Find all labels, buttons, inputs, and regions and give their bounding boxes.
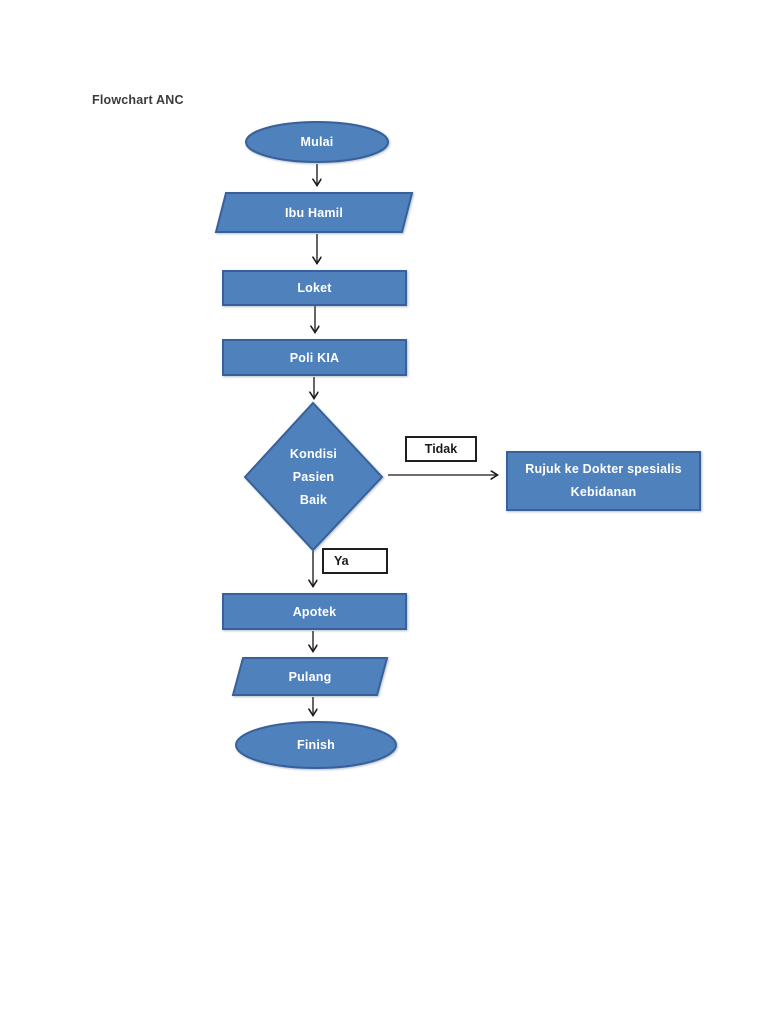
data-shape-pulang	[231, 657, 389, 696]
node-label-ibu-hamil: Ibu Hamil	[284, 205, 344, 220]
node-label-finish: Finish	[296, 738, 335, 752]
process-shape-apotek	[222, 593, 407, 630]
process-shape-loket	[222, 270, 407, 306]
page-title: Flowchart ANC	[92, 93, 184, 107]
node-label-mulai: Mulai	[300, 135, 334, 149]
node-label-apotek: Apotek	[292, 604, 337, 619]
terminator-shape-finish	[235, 721, 397, 769]
node-label-loket: Loket	[297, 281, 332, 295]
node-label-kondisi: Kondisi Pasien Baik	[289, 446, 338, 507]
branch-label-ya: Ya	[322, 548, 388, 574]
terminator-shape-mulai	[245, 121, 389, 163]
process-shape-poli-kia	[222, 339, 407, 376]
process-shape-rujuk	[506, 451, 701, 511]
node-label-rujuk: Rujuk ke Dokter spesialis Kebidanan	[525, 462, 682, 499]
branch-label-tidak: Tidak	[405, 436, 477, 462]
connector-group	[313, 164, 498, 716]
node-label-poli-kia: Poli KIA	[289, 350, 340, 365]
node-label-pulang: Pulang	[288, 669, 332, 684]
decision-shape-kondisi	[243, 401, 384, 552]
node-shape-group	[214, 121, 701, 769]
data-shape-ibu-hamil	[214, 192, 414, 233]
